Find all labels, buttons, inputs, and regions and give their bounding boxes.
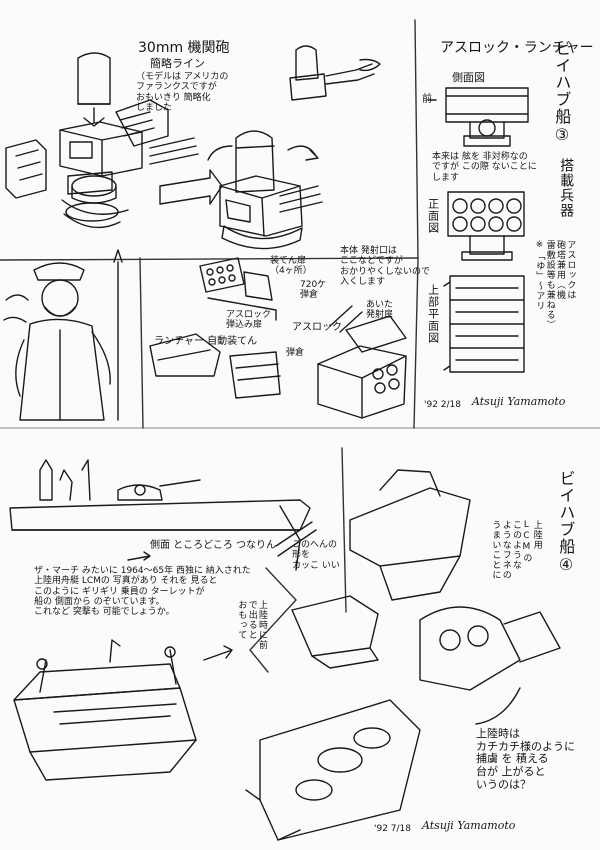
vertical-title-1: ビイハブ船③ bbox=[552, 40, 572, 145]
gun-exploded-parts bbox=[5, 52, 199, 229]
lcm-note: 上陸用 LCMの このような ようなフネの うまいことに bbox=[490, 520, 542, 580]
front-marker: 前 bbox=[422, 94, 432, 105]
launcher-loading-sketch bbox=[149, 257, 281, 399]
asroc-label: アスロック bbox=[292, 322, 342, 333]
launcher-title: アスロック・ランチャー bbox=[440, 40, 594, 56]
pier-caption: 側面 ところどころ つなりん bbox=[150, 540, 277, 551]
side-view-label: 側面図 bbox=[452, 71, 485, 84]
pack-label: アスロック 弾込み扉 bbox=[226, 310, 272, 331]
open-door-label: あいた 発射扉 bbox=[366, 300, 394, 321]
deploy-note: 上陸時に前 で出ると おもって bbox=[236, 600, 268, 650]
main-note: ザ・マーチ みたいに 1964〜65年 西独に 納入された 上陸用舟艇 LCMの… bbox=[34, 566, 251, 618]
gun-note: （モデルは アメリカの ファランクスですが おもいきり 簡略化 しました bbox=[136, 72, 229, 114]
top-view-label: 上部平面図 bbox=[426, 284, 440, 344]
hull-caption: このへんの 形を カッこ いい bbox=[292, 540, 340, 571]
vertical-subtitle-1: 搭載兵器 bbox=[558, 158, 575, 218]
captain-figure bbox=[3, 249, 123, 421]
landing-note: 上陸時は カチカチ様のように 捕虜 を 積える 台が 上がると いうのは？ bbox=[476, 727, 575, 791]
launch-note: 本体 発射口は ここなどですが おかりやくしないので 入くします bbox=[340, 246, 431, 288]
vertical-title-2: ビイハブ船④ bbox=[556, 470, 576, 575]
launcher-front-view bbox=[447, 191, 525, 261]
launcher-top-view bbox=[443, 275, 525, 373]
hull-side-view bbox=[9, 459, 317, 571]
launcher-open-sketch bbox=[317, 305, 407, 419]
warhead-label: 720ケ 弾倉 bbox=[300, 280, 327, 301]
gun-subtitle: 簡略ライン bbox=[150, 57, 205, 70]
loading-label: 装てん扉 （4ヶ所） bbox=[270, 256, 312, 277]
gun-assembled bbox=[159, 130, 323, 250]
gun-firing-sketch bbox=[289, 45, 381, 101]
front-view-label: 正面図 bbox=[426, 198, 440, 234]
launcher-auto-label: ランチャー 自動装てん bbox=[154, 336, 258, 347]
signature-1: Atsuji Yamamoto bbox=[472, 395, 566, 408]
side-magazine-label: 弾倉 bbox=[286, 348, 305, 358]
vertical-note-1: アスロックは 砲塔兼用（機 雷敷設等も兼ねる） ※「ゆ」〜アリ bbox=[534, 240, 576, 330]
lcm-front-view bbox=[13, 639, 197, 781]
landing-craft-sketches bbox=[245, 469, 561, 841]
date-1: '92 2/18 bbox=[424, 400, 461, 410]
launcher-side-view bbox=[427, 87, 529, 147]
signature-2: Atsuji Yamamoto bbox=[422, 819, 516, 832]
date-2: '92 7/18 bbox=[374, 824, 411, 834]
gun-title: 30mm 機関砲 bbox=[138, 40, 230, 56]
body-note: 本来は 舷を 非対称なの ですが この際 ないことに します bbox=[432, 152, 537, 183]
